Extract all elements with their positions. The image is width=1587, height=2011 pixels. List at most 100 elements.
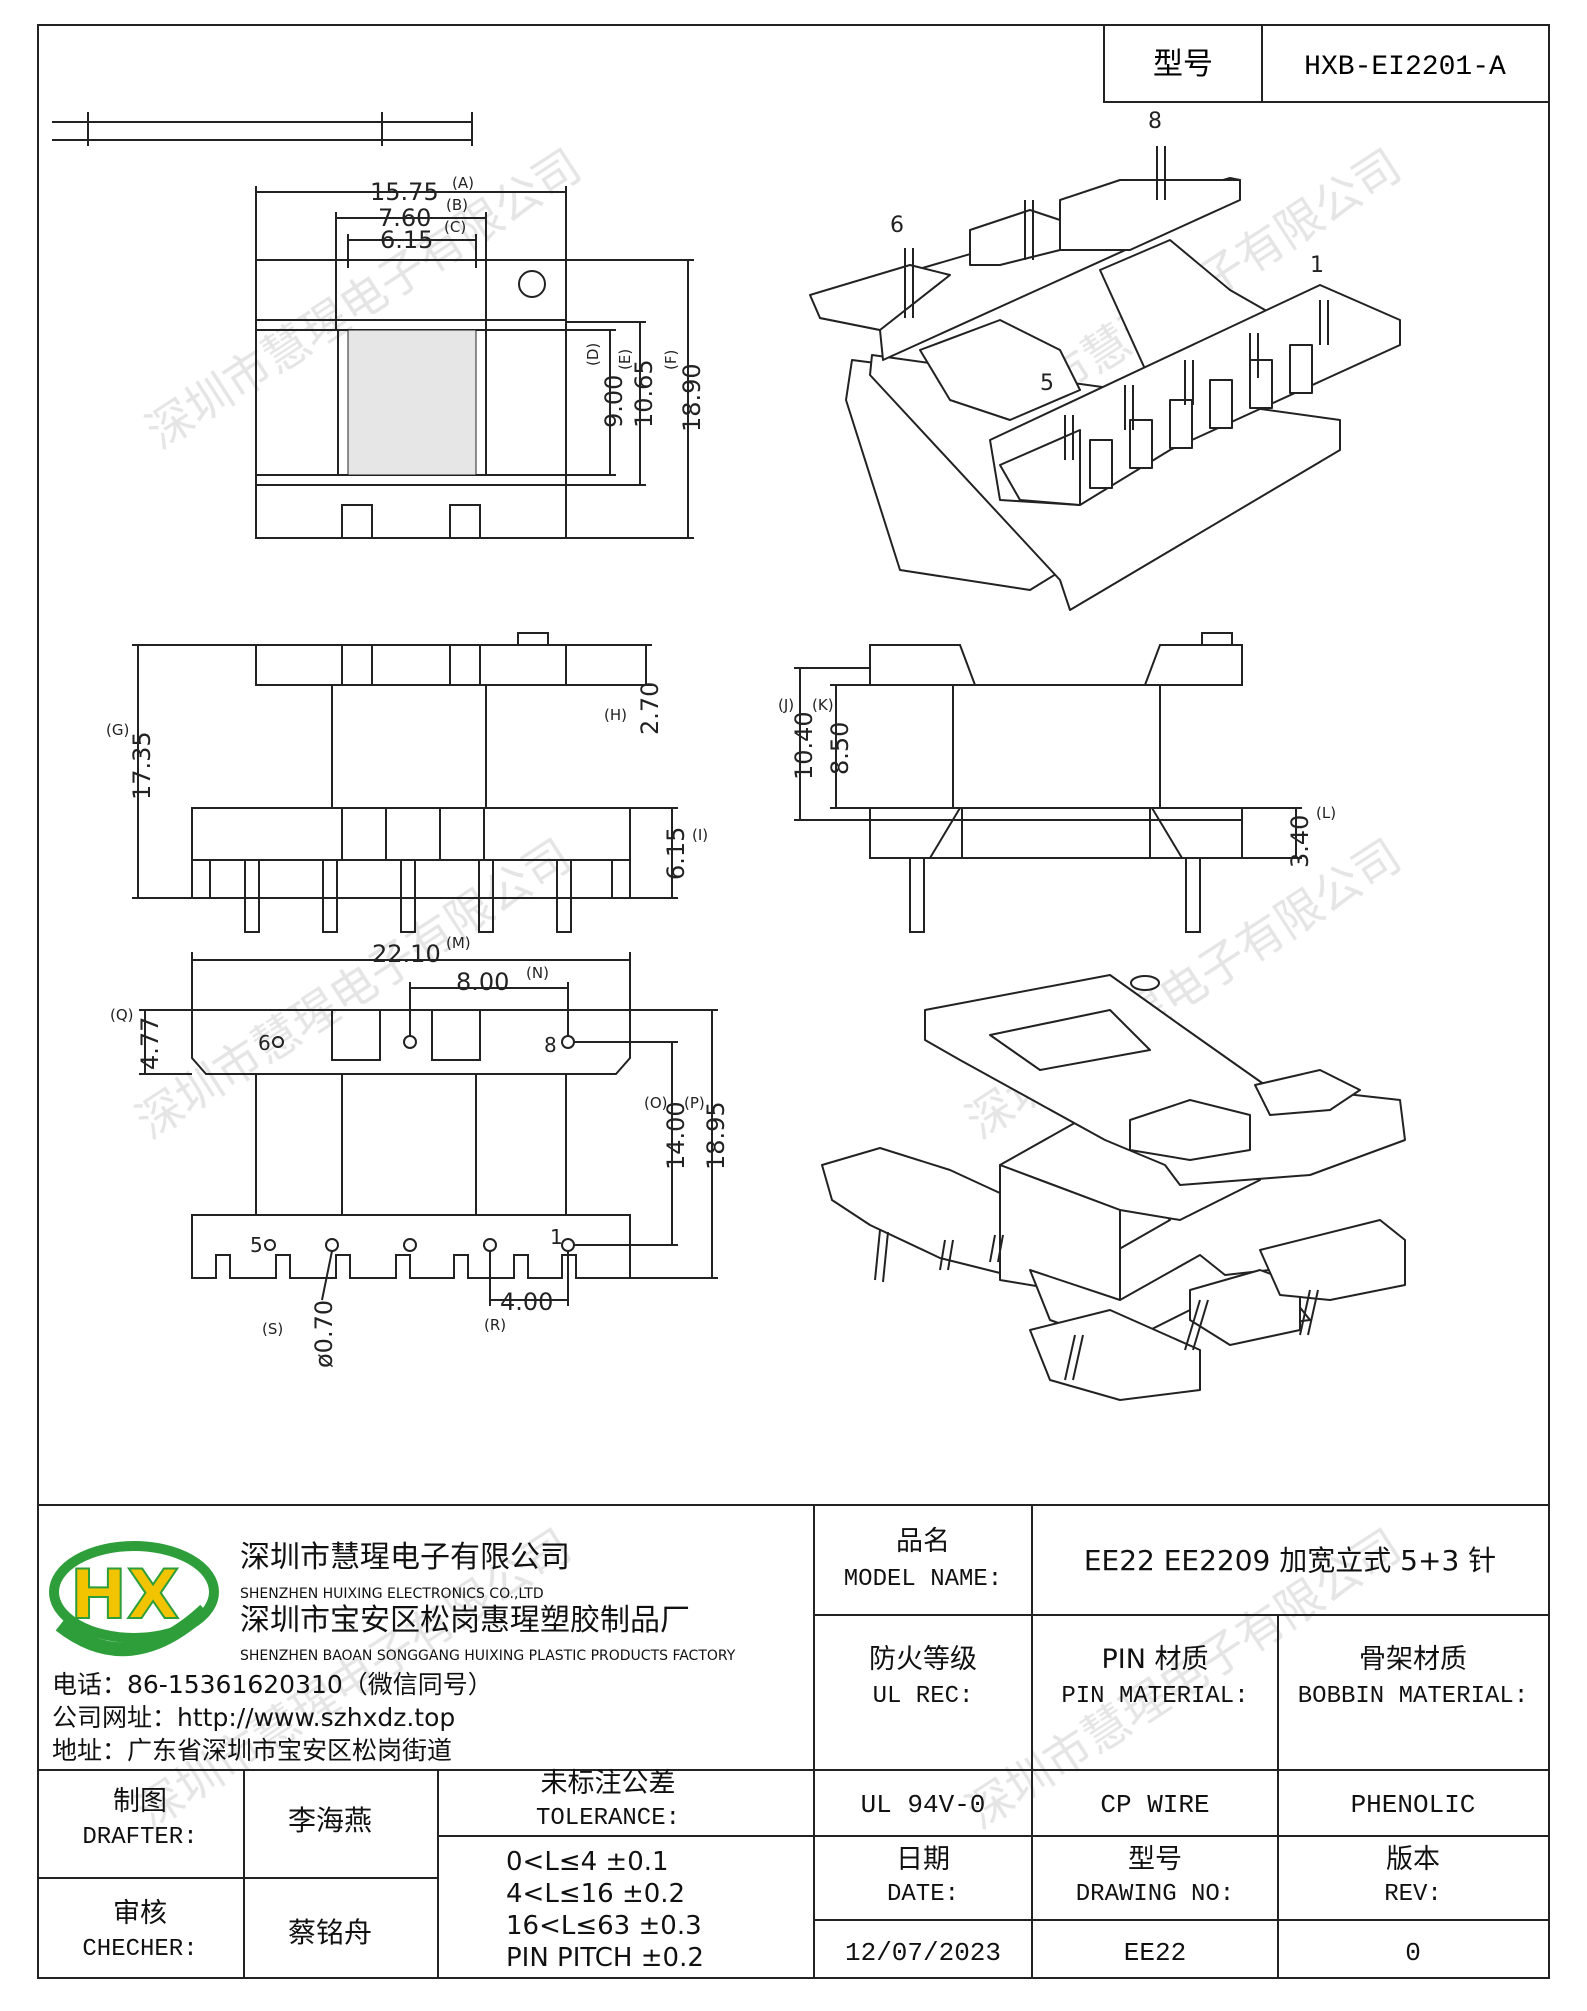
ul-label-en: UL REC:	[873, 1683, 974, 1710]
dim-P-letter: (P)	[684, 1094, 705, 1112]
bottom-pin-5: 5	[250, 1233, 263, 1257]
dim-L-letter: (L)	[1316, 804, 1336, 822]
dim-R-value: 4.00	[500, 1288, 553, 1316]
bottom-view-text: 22.10 (M) 8.00 (N) 4.77 (Q) 14.00 (O) 18…	[110, 934, 730, 1368]
tolerance-row-2: 4<L≤16 ±0.2	[506, 1879, 685, 1909]
checker-name: 蔡铭舟	[288, 1916, 372, 1949]
front-view	[132, 632, 678, 933]
dim-G-letter: (G)	[106, 721, 129, 739]
model-name-label-en: MODEL NAME:	[844, 1566, 1002, 1593]
tolerance-values: 0<L≤4 ±0.1 4<L≤16 ±0.2 16<L≤63 ±0.3 PIN …	[506, 1847, 704, 1973]
dim-E-value: 10.65	[630, 359, 658, 428]
drawing-no-label-cn: 型号	[1128, 1844, 1182, 1875]
company-info: 深圳市慧瑆电子有限公司 SHENZHEN HUIXING ELECTRONICS…	[52, 1540, 736, 1765]
dim-B-value: 7.60	[378, 204, 431, 232]
bottom-view	[139, 952, 718, 1306]
top-side-strip	[52, 112, 473, 146]
dim-K-letter: (K)	[812, 696, 834, 714]
dim-E-letter: (E)	[616, 349, 634, 370]
tolerance-label-cn: 未标注公差	[541, 1768, 676, 1799]
dim-S-value: ø0.70	[310, 1300, 338, 1368]
dim-S-letter: (S)	[262, 1320, 283, 1338]
checker-label-cn: 审核	[113, 1898, 167, 1929]
dim-N-value: 8.00	[456, 968, 509, 996]
dim-C-value: 6.15	[380, 226, 433, 254]
date-label-cn: 日期	[896, 1844, 950, 1875]
dim-Q-value: 4.77	[136, 1017, 164, 1070]
dim-N-letter: (N)	[526, 964, 549, 982]
date-value: 12/07/2023	[845, 1938, 1001, 1968]
dim-J-value: 10.40	[790, 711, 818, 780]
checker-label-en: CHECHER:	[82, 1936, 197, 1963]
dim-A-value: 15.75	[370, 178, 439, 206]
factory-name-cn: 深圳市宝安区松岗惠瑆塑胶制品厂	[240, 1603, 690, 1638]
pin-label-8: 8	[1148, 109, 1162, 134]
pin-material-value: CP WIRE	[1100, 1790, 1209, 1820]
dim-O-value: 14.00	[662, 1101, 690, 1170]
pin-label-5: 5	[1040, 371, 1054, 396]
ul-value: UL 94V-0	[861, 1790, 986, 1820]
bottom-pin-8: 8	[544, 1033, 557, 1057]
bottom-pin-6: 6	[258, 1031, 271, 1055]
company-phone: 电话：86-15361620310（微信同号）	[52, 1670, 493, 1699]
bottom-pin-1: 1	[550, 1225, 563, 1249]
company-logo: HX	[49, 1541, 219, 1657]
bobbin-material-label-cn: 骨架材质	[1359, 1644, 1467, 1675]
model-name-value: EE22 EE2209 加宽立式 5+3 针	[1084, 1544, 1496, 1577]
dim-P-value: 18.95	[702, 1101, 730, 1170]
logo-text: HX	[70, 1556, 179, 1635]
company-website: 公司网址：http://www.szhxdz.top	[52, 1703, 455, 1732]
header-model-value: HXB-EI2201-A	[1304, 52, 1506, 83]
dim-G-value: 17.35	[128, 731, 156, 800]
tolerance-row-3: 16<L≤63 ±0.3	[506, 1911, 702, 1941]
drafter-label-en: DRAFTER:	[82, 1824, 197, 1851]
date-label-en: DATE:	[887, 1881, 959, 1908]
pin-label-1: 1	[1310, 253, 1324, 278]
rev-label-cn: 版本	[1386, 1844, 1440, 1875]
top-view	[255, 186, 694, 539]
dim-J-letter: (J)	[778, 696, 794, 714]
tolerance-label-en: TOLERANCE:	[536, 1805, 680, 1832]
tolerance-row-1: 0<L≤4 ±0.1	[506, 1847, 669, 1877]
pin-material-label-en: PIN MATERIAL:	[1061, 1683, 1248, 1710]
dim-D-letter: (D)	[584, 343, 602, 366]
dim-F-value: 18.90	[678, 363, 706, 432]
pin-material-label-cn: PIN 材质	[1101, 1644, 1208, 1675]
dim-R-letter: (R)	[484, 1316, 506, 1334]
isometric-view-top	[809, 146, 1401, 611]
header-model-label: 型号	[1153, 47, 1213, 82]
dim-H-value: 2.70	[636, 682, 664, 735]
dim-I-value: 6.15	[662, 827, 690, 880]
company-name-cn: 深圳市慧瑆电子有限公司	[240, 1540, 570, 1575]
isometric-pin-labels: 8 6 1 5	[890, 109, 1324, 396]
sheet-border	[37, 24, 1550, 1979]
dim-Q-letter: (Q)	[110, 1006, 134, 1024]
rev-value: 0	[1405, 1938, 1421, 1968]
dim-M-value: 22.10	[372, 940, 441, 968]
rev-label-en: REV:	[1384, 1881, 1442, 1908]
pin-label-6: 6	[890, 213, 904, 238]
factory-name-en: SHENZHEN BAOAN SONGGANG HUIXING PLASTIC …	[240, 1648, 736, 1664]
dim-L-value: 3.40	[1286, 815, 1314, 868]
dim-K-value: 8.50	[826, 722, 854, 775]
front-view-dims-text: 17.35 (G) 2.70 (H) 6.15 (I)	[106, 682, 708, 880]
dim-M-letter: (M)	[446, 934, 471, 952]
dim-D-value: 9.00	[600, 375, 628, 428]
bobbin-material-label-en: BOBBIN MATERIAL:	[1298, 1683, 1528, 1710]
dim-C-letter: (C)	[444, 218, 466, 236]
top-view-dims-text: 15.75 (A) 7.60 (B) 6.15 (C) 9.00 (D) 10.…	[370, 174, 706, 432]
header-model-box: 型号 HXB-EI2201-A	[1103, 24, 1550, 103]
side-view	[794, 632, 1302, 933]
model-name-label-cn: 品名	[896, 1526, 950, 1557]
company-address: 地址：广东省深圳市宝安区松岗街道	[52, 1736, 452, 1765]
dim-I-letter: (I)	[692, 826, 708, 844]
dim-O-letter: (O)	[644, 1094, 668, 1112]
tolerance-row-4: PIN PITCH ±0.2	[506, 1943, 704, 1973]
dim-F-letter: (F)	[662, 350, 680, 370]
side-view-dims-text: 10.40 (J) 8.50 (K) 3.40 (L)	[778, 696, 1336, 868]
dim-A-letter: (A)	[452, 174, 474, 192]
ul-label-cn: 防火等级	[869, 1644, 977, 1675]
dim-H-letter: (H)	[604, 706, 627, 724]
drawing-no-label-en: DRAWING NO:	[1076, 1881, 1234, 1908]
